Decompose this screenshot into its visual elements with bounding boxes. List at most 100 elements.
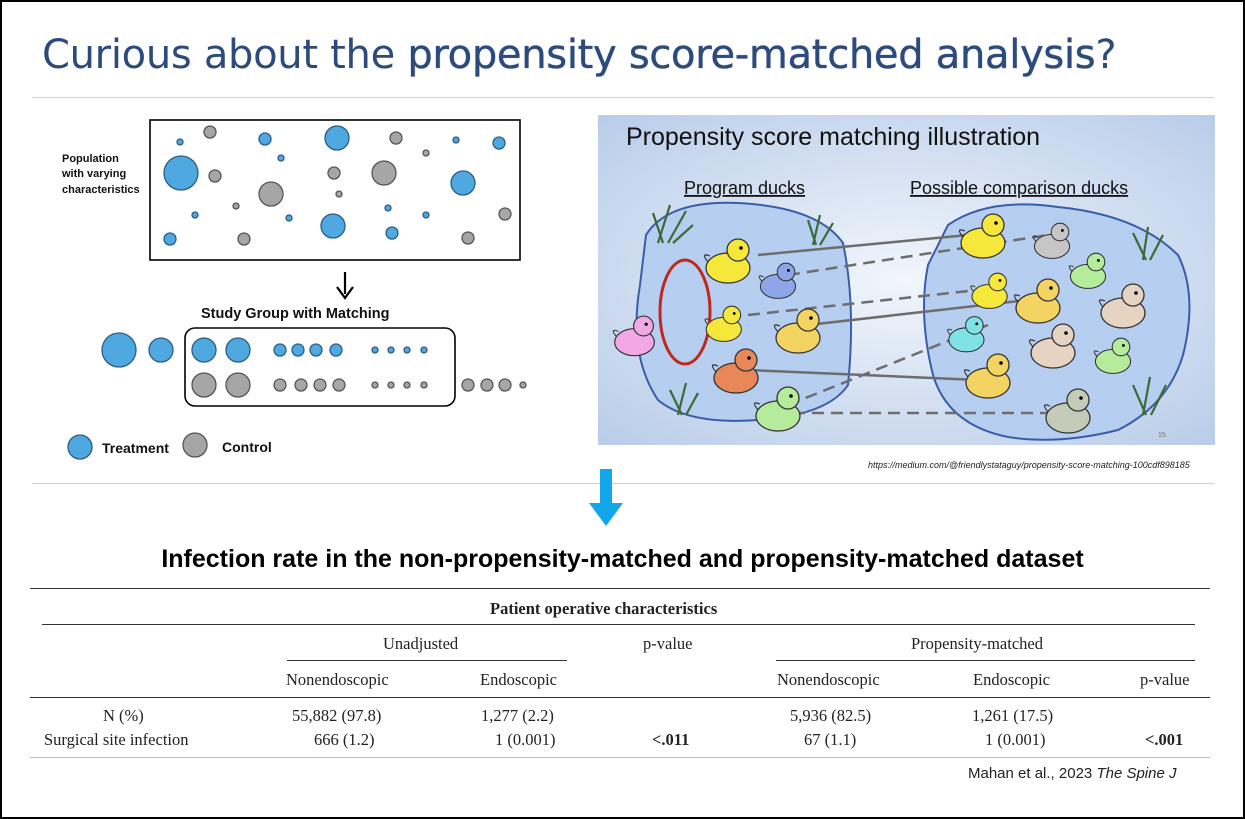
unadjusted-rule	[287, 660, 567, 661]
population-circle	[237, 232, 251, 246]
population-circles	[163, 125, 512, 246]
table-subtitle: Infection rate in the non-propensity-mat…	[161, 545, 1084, 573]
population-circle	[452, 136, 460, 144]
header-matched-endoscopic: Endoscopic	[973, 670, 1050, 689]
row-label: N (%)	[103, 706, 144, 725]
population-circle	[285, 214, 293, 222]
group-propensity-matched: Propensity-matched	[911, 634, 1043, 653]
cell-value: 55,882 (97.8)	[292, 706, 382, 725]
illustration-title: Propensity score matching illustration	[626, 123, 1040, 151]
slide-title: Curious about the propensity score-match…	[42, 32, 1117, 78]
matched-control-circle	[420, 381, 428, 389]
cell-value: 1,261 (17.5)	[972, 706, 1054, 725]
title-prefix: Curious about the	[42, 32, 408, 78]
cell-value: 67 (1.1)	[804, 730, 857, 749]
legend-control-marker	[182, 432, 208, 458]
citation: Mahan et al., 2023 The Spine J	[968, 765, 1176, 782]
population-label-line1: Population	[62, 153, 119, 165]
table-caption: Patient operative characteristics	[490, 599, 718, 618]
comparison-ducks-label: Possible comparison ducks	[910, 178, 1128, 198]
matched-treatment-circle	[191, 337, 217, 363]
study-group-circles	[101, 332, 527, 398]
matched-treatment-circle	[291, 343, 305, 357]
header-unadjusted-nonendoscopic: Nonendoscopic	[286, 670, 389, 689]
duck-illustration: Propensity score matching illustration P…	[598, 115, 1215, 445]
study-group-box	[184, 327, 456, 407]
matched-rule	[776, 660, 1195, 661]
unmatched-control-circle	[519, 381, 527, 389]
cell-value: 1,277 (2.2)	[481, 706, 554, 725]
group-unadjusted: Unadjusted	[383, 634, 459, 653]
legend-treatment-marker	[67, 434, 93, 460]
matched-treatment-circle	[387, 346, 395, 354]
matched-control-circle	[294, 378, 308, 392]
cell-value: 666 (1.2)	[314, 730, 375, 749]
title-suffix: ?	[1095, 32, 1117, 78]
matched-treatment-circle	[420, 346, 428, 354]
table-bottom-rule	[30, 757, 1210, 758]
population-circle	[385, 226, 399, 240]
cell-value: 5,936 (82.5)	[790, 706, 872, 725]
population-box	[149, 119, 521, 261]
program-ducks-label: Program ducks	[684, 178, 805, 198]
population-label-line3: characteristics	[62, 184, 140, 196]
population-circle	[498, 207, 512, 221]
population-circle	[203, 125, 217, 139]
citation-authors: Mahan et al., 2023	[968, 765, 1097, 782]
population-circle	[163, 232, 177, 246]
legend-control-label: Control	[222, 439, 272, 455]
population-circle	[324, 125, 350, 151]
study-group-label: Study Group with Matching	[201, 306, 390, 322]
population-label-line2: with varying	[61, 168, 126, 180]
table-top-rule	[30, 588, 1210, 589]
population-circle	[232, 202, 240, 210]
section-divider	[32, 483, 1214, 484]
population-circle	[389, 131, 403, 145]
population-circle	[163, 155, 199, 191]
cell-value: 1 (0.001)	[495, 730, 556, 749]
unmatched-treatment-circle	[148, 337, 174, 363]
population-circle	[461, 231, 475, 245]
row-label: Surgical site infection	[44, 730, 189, 749]
cell-pvalue: <.011	[652, 730, 690, 749]
citation-journal: The Spine J	[1096, 765, 1177, 782]
population-circle	[371, 160, 397, 186]
matched-control-circle	[332, 378, 346, 392]
matched-control-circle	[273, 378, 287, 392]
header-matched-pvalue: p-value	[1140, 670, 1190, 689]
matched-control-circle	[403, 381, 411, 389]
caption-rule	[42, 624, 1195, 625]
cell-pvalue: <.001	[1145, 730, 1184, 749]
matching-diagram: Population with varying characteristics	[32, 112, 592, 472]
matched-control-circle	[313, 378, 327, 392]
unmatched-control-circle	[480, 378, 494, 392]
population-circle	[258, 181, 284, 207]
title-divider	[32, 97, 1214, 98]
matched-treatment-circle	[371, 346, 379, 354]
population-circle	[191, 211, 199, 219]
matched-treatment-circle	[225, 337, 251, 363]
group-pvalue: p-value	[643, 634, 693, 653]
header-rule	[30, 697, 1210, 698]
matched-control-circle	[387, 381, 395, 389]
population-circle	[335, 190, 343, 198]
matched-control-circle	[191, 372, 217, 398]
cell-value: 1 (0.001)	[985, 730, 1046, 749]
population-circle	[320, 213, 346, 239]
matched-treatment-circle	[309, 343, 323, 357]
page-number: 15	[1158, 432, 1166, 439]
population-circle	[450, 170, 476, 196]
matched-treatment-circle	[403, 346, 411, 354]
highlight-circle	[658, 258, 712, 366]
unmatched-control-circle	[461, 378, 475, 392]
down-arrow-icon	[336, 272, 354, 300]
population-circle	[422, 149, 430, 157]
population-circle	[277, 154, 285, 162]
down-arrow-icon	[589, 469, 623, 532]
reeds	[651, 204, 1167, 416]
title-bold: propensity score-matched analysis	[407, 32, 1096, 78]
population-circle	[258, 132, 272, 146]
source-url: https://medium.com/@friendlystataguy/pro…	[868, 460, 1190, 470]
population-circle	[176, 138, 184, 146]
